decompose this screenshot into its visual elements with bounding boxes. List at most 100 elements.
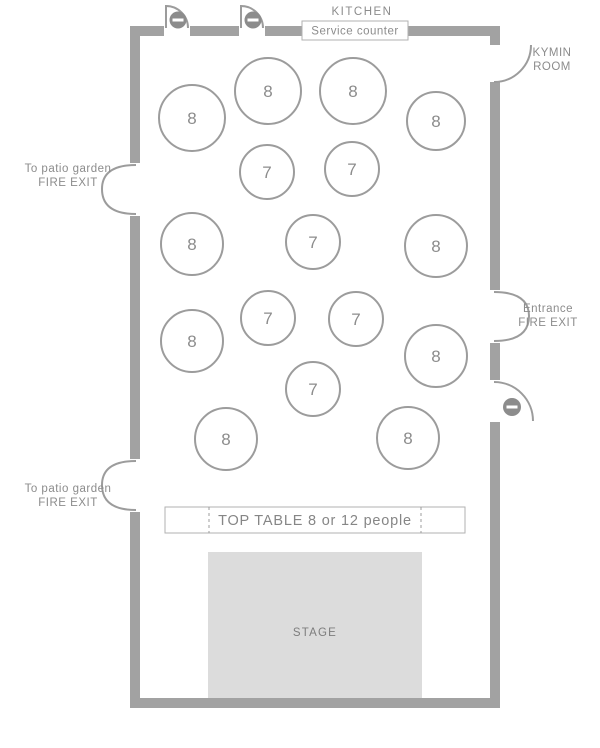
wall-left-3 [130, 512, 140, 698]
table: 8 [160, 309, 224, 373]
table-seat-count: 8 [348, 82, 357, 101]
entrance-door-leaf-2 [493, 315, 530, 342]
table: 7 [285, 214, 341, 270]
doors [101, 4, 534, 511]
table-seat-count: 7 [308, 380, 317, 399]
wall-bottom [130, 698, 500, 708]
kymin-door-arc [493, 44, 532, 83]
table: 8 [404, 324, 468, 388]
top-table-label: TOP TABLE 8 or 12 people [218, 513, 412, 529]
table-circle [160, 309, 224, 373]
table-circle [404, 324, 468, 388]
table-seat-count: 7 [347, 160, 356, 179]
patio-door-top-leaf-1 [101, 164, 137, 190]
no-entry-icon [244, 11, 262, 29]
table: 8 [319, 57, 387, 125]
patio-door-top-leaf-2 [101, 188, 137, 215]
table-circle [240, 290, 296, 346]
table-seat-count: 7 [263, 309, 272, 328]
wall-top-2 [190, 26, 239, 36]
table-seat-count: 8 [187, 109, 196, 128]
table-circle [324, 141, 380, 197]
table-circle [404, 214, 468, 278]
table: 8 [234, 57, 302, 125]
svg-text:FIRE EXIT: FIRE EXIT [518, 317, 577, 329]
wall-right-3 [490, 343, 500, 380]
patio-fire-exit-label-bottom: To patio garden FIRE EXIT [25, 483, 112, 509]
entrance-door-leaf-1 [493, 291, 530, 317]
patio-fire-exit-label-top: To patio garden FIRE EXIT [25, 163, 112, 189]
table-circle [328, 291, 384, 347]
wall-left-2 [130, 216, 140, 459]
service-counter: Service counter [301, 20, 409, 41]
no-entry-bar [172, 18, 184, 22]
svg-text:To patio garden: To patio garden [25, 163, 112, 175]
table: 8 [404, 214, 468, 278]
table: 7 [240, 290, 296, 346]
patio-door-bottom-leaf-1 [101, 460, 137, 486]
svg-text:ROOM: ROOM [533, 61, 571, 73]
blocked-door-arc [493, 381, 534, 422]
no-entry-bar [247, 18, 259, 22]
wall-right-2 [490, 82, 500, 290]
kitchen-label: KITCHEN [332, 6, 393, 18]
table: 8 [194, 407, 258, 471]
no-entry-bar [506, 405, 518, 409]
table-circle [376, 406, 440, 470]
stage-label: STAGE [293, 627, 337, 639]
table: 7 [285, 361, 341, 417]
tables: 8 8 8 8 7 7 8 7 [158, 57, 468, 471]
table: 8 [376, 406, 440, 470]
wall-left-1 [130, 26, 140, 163]
wall-right-1 [490, 26, 500, 45]
table-seat-count: 7 [308, 233, 317, 252]
table-seat-count: 8 [187, 235, 196, 254]
table-seat-count: 8 [431, 237, 440, 256]
table-circle [160, 212, 224, 276]
svg-text:KYMIN: KYMIN [533, 47, 572, 59]
no-entry-signs [169, 11, 521, 416]
top-table-box [164, 506, 466, 534]
table-circle [285, 214, 341, 270]
no-entry-icon [169, 11, 187, 29]
table-circle [285, 361, 341, 417]
kymin-room-label: KYMIN ROOM [533, 47, 572, 73]
no-entry-icon [503, 398, 521, 416]
table-circle [158, 84, 226, 152]
stage: STAGE [208, 552, 422, 698]
service-counter-label: Service counter [311, 26, 398, 38]
wall-top-1 [130, 26, 164, 36]
table-circle [406, 91, 466, 151]
stage-area [208, 552, 422, 698]
svg-text:FIRE EXIT: FIRE EXIT [38, 177, 97, 189]
svg-text:Entrance: Entrance [523, 303, 573, 315]
kitchen-door-arc-1 [165, 4, 189, 29]
table-seat-count: 8 [403, 429, 412, 448]
table: 8 [406, 91, 466, 151]
table-circle [194, 407, 258, 471]
table-seat-count: 8 [263, 82, 272, 101]
table-circle [234, 57, 302, 125]
table: 7 [328, 291, 384, 347]
service-counter-box [301, 20, 409, 41]
table-seat-count: 8 [221, 430, 230, 449]
svg-text:FIRE EXIT: FIRE EXIT [38, 497, 97, 509]
wall-right-4 [490, 422, 500, 698]
table: 7 [324, 141, 380, 197]
entrance-fire-exit-label: Entrance FIRE EXIT [518, 303, 577, 329]
table: 7 [239, 144, 295, 200]
table-seat-count: 7 [262, 163, 271, 182]
table: 8 [158, 84, 226, 152]
table-circle [239, 144, 295, 200]
table-seat-count: 8 [431, 112, 440, 131]
table: 8 [160, 212, 224, 276]
patio-door-bottom-leaf-2 [101, 484, 137, 511]
table-seat-count: 7 [351, 310, 360, 329]
table-seat-count: 8 [187, 332, 196, 351]
table-seat-count: 8 [431, 347, 440, 366]
table-circle [319, 57, 387, 125]
svg-text:To patio garden: To patio garden [25, 483, 112, 495]
kitchen-door-arc-2 [240, 4, 264, 29]
